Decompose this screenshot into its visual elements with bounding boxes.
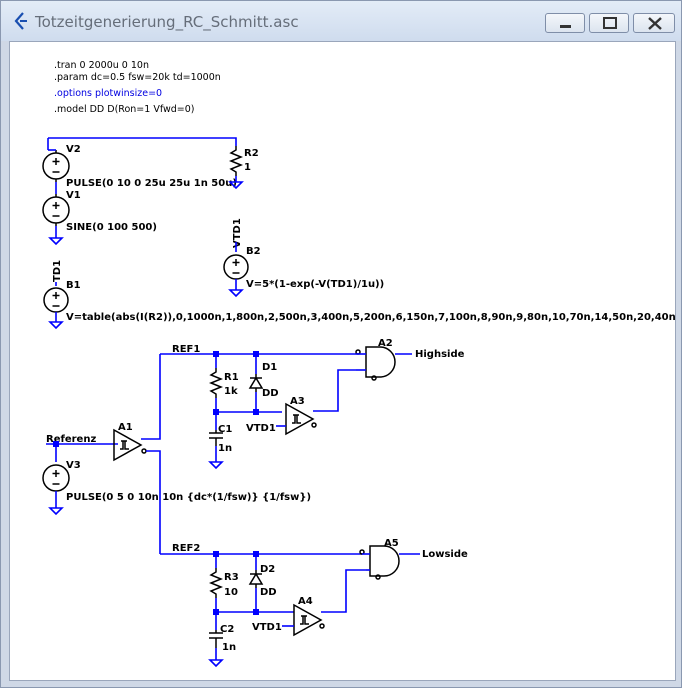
wire[interactable] (215, 392, 257, 413)
v1-label: V1 (66, 190, 81, 201)
ground-symbol (48, 237, 64, 246)
directive-tran[interactable]: .tran 0 2000u 0 10n (54, 60, 149, 71)
r2-value[interactable]: 1 (244, 162, 251, 173)
close-button[interactable] (633, 13, 675, 33)
wire[interactable] (48, 137, 237, 146)
r1-label: R1 (224, 372, 239, 383)
r3-label: R3 (224, 572, 239, 583)
a2-label: A2 (378, 338, 393, 349)
diode-d1[interactable] (248, 374, 264, 392)
r3-value[interactable]: 10 (224, 587, 238, 598)
c2-value[interactable]: 1n (222, 642, 236, 653)
wire[interactable] (215, 588, 257, 613)
a1-label: A1 (118, 422, 133, 433)
b2-label: B2 (246, 246, 261, 257)
a3-label: A3 (290, 396, 305, 407)
b1-value[interactable]: V=table(abs(I(R2)),0,1000n,1,800n,2,500n… (66, 312, 676, 323)
voltage-source-v2[interactable] (42, 150, 70, 182)
title-bar[interactable]: Totzeitgenerierung_RC_Schmitt.asc (1, 1, 681, 41)
maximize-icon (603, 17, 617, 29)
minimize-button[interactable] (545, 13, 585, 33)
a4-label: A4 (298, 596, 313, 607)
r1-value[interactable]: 1k (224, 386, 238, 397)
d2-label: D2 (260, 564, 275, 575)
v2-value[interactable]: PULSE(0 10 0 25u 25u 1n 50u) (66, 178, 237, 189)
a3-vtd1-label[interactable]: VTD1 (246, 423, 276, 434)
ground-symbol (48, 507, 64, 516)
resistor-r3[interactable] (208, 568, 224, 598)
schematic-canvas[interactable]: .tran 0 2000u 0 10n .param dc=0.5 fsw=20… (9, 41, 676, 681)
r2-label: R2 (244, 148, 259, 159)
wire[interactable] (146, 450, 161, 554)
v1-value[interactable]: SINE(0 100 500) (66, 222, 157, 233)
referenz-net-label[interactable]: Referenz (46, 434, 96, 445)
b1-net-label[interactable]: TD1 (52, 260, 63, 282)
resistor-r2[interactable] (228, 146, 244, 176)
voltage-source-v1[interactable] (42, 194, 70, 226)
wire[interactable] (321, 569, 366, 613)
v2-label: V2 (66, 144, 81, 155)
ltspice-schematic-icon (14, 12, 27, 30)
junction-dots (53, 351, 259, 615)
capacitor-c2[interactable] (209, 630, 223, 648)
minimize-icon (560, 25, 571, 28)
b2-net-label[interactable]: VTD1 (232, 218, 243, 248)
ground-symbol (48, 321, 64, 330)
resistor-r1[interactable] (208, 368, 224, 398)
a5-label: A5 (384, 538, 399, 549)
a4-vtd1-label[interactable]: VTD1 (252, 622, 282, 633)
bsource-b2[interactable] (223, 254, 249, 280)
capacitor-c1[interactable] (209, 430, 223, 446)
directive-param[interactable]: .param dc=0.5 fsw=20k td=1000n (54, 72, 221, 83)
d2-value[interactable]: DD (260, 587, 277, 598)
wire[interactable] (141, 354, 161, 440)
highside-net-label[interactable]: Highside (415, 349, 465, 360)
directive-options[interactable]: .options plotwinsize=0 (54, 88, 162, 99)
maximize-button[interactable] (589, 13, 629, 33)
ground-symbol (208, 659, 224, 668)
ground-symbol (228, 181, 244, 190)
diode-d2[interactable] (248, 570, 264, 588)
wire[interactable] (313, 369, 356, 412)
and-gate-a2[interactable] (355, 346, 396, 381)
ref1-net-label[interactable]: REF1 (172, 344, 200, 355)
schematic-drawing[interactable]: .tran 0 2000u 0 10n .param dc=0.5 fsw=20… (10, 42, 676, 681)
schmitt-buffer-a1[interactable] (113, 428, 147, 462)
v3-value[interactable]: PULSE(0 5 0 10n 10n {dc*(1/fsw)} {1/fsw}… (66, 492, 311, 503)
and-gate-a5[interactable] (359, 545, 400, 580)
close-icon (648, 17, 662, 30)
c1-label: C1 (218, 424, 232, 435)
schmitt-buffer-a3[interactable] (285, 402, 317, 436)
c2-label: C2 (220, 624, 234, 635)
b2-value[interactable]: V=5*(1-exp(-V(TD1)/1u)) (246, 279, 384, 290)
v3-label: V3 (66, 460, 81, 471)
ground-symbol (208, 461, 224, 470)
window-title: Totzeitgenerierung_RC_Schmitt.asc (35, 13, 299, 31)
b1-label: B1 (66, 280, 81, 291)
ground-symbol (228, 289, 244, 298)
bsource-b1[interactable] (43, 287, 69, 313)
directive-model[interactable]: .model DD D(Ron=1 Vfwd=0) (54, 104, 195, 115)
lowside-net-label[interactable]: Lowside (422, 549, 468, 560)
d1-label: D1 (262, 362, 277, 373)
ref2-net-label[interactable]: REF2 (172, 543, 200, 554)
d1-value[interactable]: DD (262, 388, 279, 399)
c1-value[interactable]: 1n (218, 443, 232, 454)
schmitt-buffer-a4[interactable] (293, 603, 325, 637)
